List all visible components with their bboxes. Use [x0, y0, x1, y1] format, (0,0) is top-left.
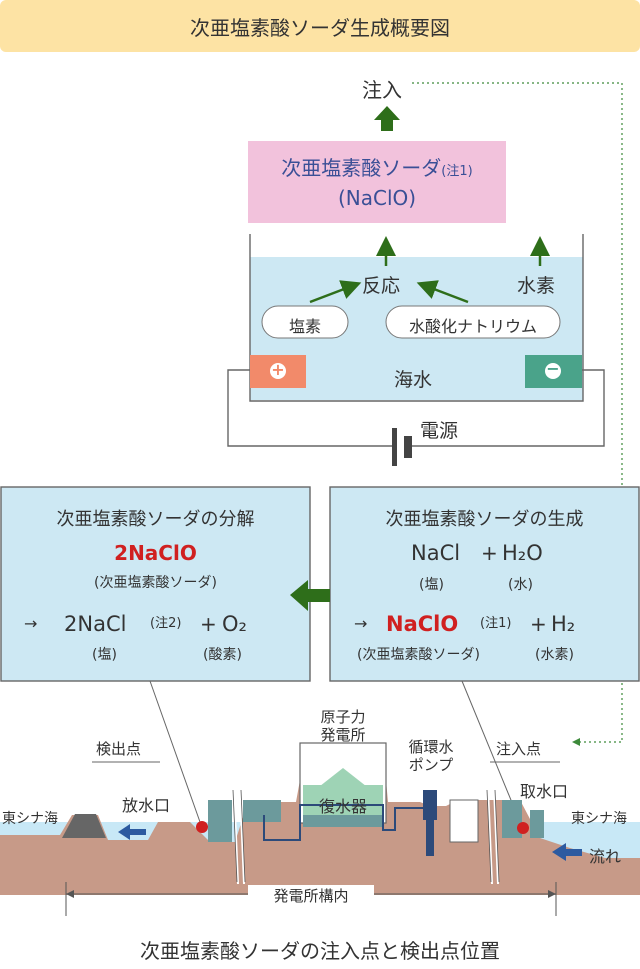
generation-product1-note: (注1)	[480, 616, 512, 631]
title-bar: 次亜塩素酸ソーダ生成概要図	[0, 0, 640, 52]
sea-right-label: 東シナ海	[571, 811, 627, 827]
premises-arrow-left	[66, 890, 74, 898]
diagram-title: 次亜塩素酸ソーダ生成概要図	[190, 15, 450, 40]
generation-title: 次亜塩素酸ソーダの生成	[385, 509, 584, 530]
generation-reactant1-sub: (塩)	[419, 577, 444, 593]
product-note: (注1)	[441, 164, 473, 179]
minus-symbol: −	[546, 359, 560, 378]
intake-label: 取水口	[520, 782, 569, 801]
chlorine-pill	[261, 305, 349, 339]
pump-body	[423, 790, 437, 820]
nuclear-plant-label: 原子力 発電所	[300, 708, 386, 744]
detection-dot	[196, 821, 208, 833]
decomposition-formula: 2NaClO	[114, 541, 197, 565]
generation-box-bg	[329, 486, 640, 682]
injection-pointer-line	[461, 680, 521, 823]
ground-profile	[0, 780, 640, 895]
product-name: 次亜塩素酸ソーダ	[281, 156, 442, 180]
nuclear-line1: 原子力	[320, 708, 366, 726]
generation-arrow: →	[354, 614, 368, 633]
decomposition-product1: 2NaCl	[64, 612, 127, 636]
flow-label: 流れ	[589, 847, 622, 866]
inject-label: 注入	[362, 78, 402, 102]
condenser-label: 復水器	[318, 797, 367, 816]
outflow-arrow	[118, 824, 146, 840]
left-rock	[62, 814, 106, 838]
pump-label: 循環水 ポンプ	[398, 738, 464, 774]
caption: 次亜塩素酸ソーダの注入点と検出点位置	[140, 939, 500, 963]
cut-mark-left	[233, 787, 245, 885]
decomposition-product1-sub: (塩)	[92, 647, 117, 663]
electrolysis-tank-walls	[249, 234, 584, 402]
generation-product2: H₂	[551, 612, 576, 636]
intake-structure	[449, 799, 479, 843]
generation-product2-sub: (水素)	[535, 647, 574, 663]
cut-mark-right	[487, 787, 499, 885]
pump-line1: 循環水	[408, 738, 454, 756]
injection-dot	[517, 822, 529, 834]
decomposition-product1-note: (注2)	[150, 616, 182, 631]
cut-mark-right-line	[486, 789, 500, 883]
naoh-pill	[385, 305, 561, 339]
injection-point-label: 注入点	[496, 740, 542, 758]
battery-short-plate	[404, 436, 412, 458]
seawater-label: 海水	[394, 369, 433, 391]
nuclear-line2: 発電所	[320, 726, 366, 744]
decomposition-box-bg	[0, 486, 311, 682]
sea-left-label: 東シナ海	[2, 811, 58, 827]
outlet-structure	[208, 800, 232, 842]
decomposition-arrow: →	[24, 614, 38, 633]
decomposition-product2: O₂	[222, 612, 247, 636]
cut-mark-left-line	[232, 789, 246, 883]
power-label: 電源	[420, 420, 459, 442]
outlet-label: 放水口	[122, 796, 171, 815]
detection-pointer-line	[149, 680, 201, 823]
generation-plus: +	[481, 541, 498, 565]
generation-plus2: +	[530, 612, 547, 636]
circuit-wire	[227, 369, 605, 447]
product-title-line: 次亜塩素酸ソーダ(注1)	[248, 152, 506, 181]
inject-up-arrow	[374, 106, 400, 131]
condenser-roof	[315, 768, 371, 790]
generation-reactant2: H₂O	[502, 541, 543, 565]
injection-connector-arrowhead	[572, 738, 580, 746]
chlorine-label: 塩素	[288, 317, 321, 336]
generation-product1: NaClO	[386, 612, 459, 636]
naoh-arrow	[416, 280, 469, 304]
outlet-structure-2	[243, 800, 281, 822]
generation-product1-sub: (次亜塩素酸ソーダ)	[357, 647, 480, 663]
reaction-label: 反応	[362, 275, 401, 297]
detection-point-label: 検出点	[96, 740, 142, 758]
injection-connector-line	[412, 82, 623, 743]
generation-reactant1: NaCl	[411, 541, 461, 565]
premises-label: 発電所構内	[248, 885, 374, 906]
chlorine-arrow	[309, 280, 362, 304]
intake-gate	[502, 800, 522, 838]
plus-symbol: +	[271, 360, 285, 379]
battery-long-plate	[392, 428, 397, 466]
decomposition-plus: +	[200, 612, 217, 636]
product-formula: (NaClO)	[337, 186, 417, 210]
decomposition-formula-sub: (次亜塩素酸ソーダ)	[94, 575, 217, 591]
intake-gate-2	[530, 810, 544, 838]
cooling-pipe	[263, 804, 423, 841]
premises-arrow-right	[548, 890, 556, 898]
generation-reactant2-sub: (水)	[508, 577, 533, 593]
pump-shaft	[426, 820, 434, 856]
minus-electrode-circle	[545, 363, 561, 379]
plus-electrode-circle	[270, 363, 286, 379]
hydrogen-label: 水素	[517, 275, 556, 297]
naoh-label: 水酸化ナトリウム	[408, 317, 537, 336]
product-box	[248, 141, 506, 223]
pump-line2: ポンプ	[408, 756, 454, 774]
decomposition-title: 次亜塩素酸ソーダの分解	[56, 509, 255, 530]
decomposition-product2-sub: (酸素)	[203, 647, 242, 663]
condenser-base	[303, 815, 383, 827]
inflow-arrow	[552, 843, 582, 861]
decomposition-direction-arrow	[290, 580, 330, 611]
